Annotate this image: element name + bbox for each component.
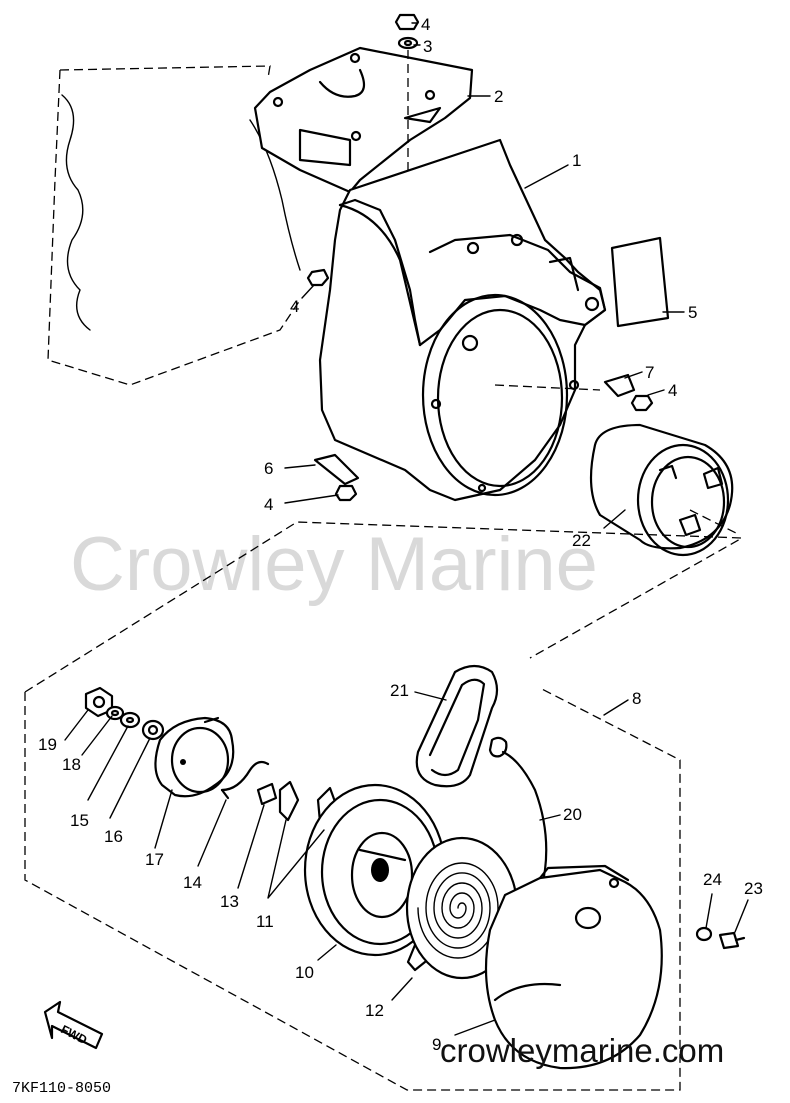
callout-7: 7 (645, 363, 654, 382)
washer-part-16 (141, 719, 165, 741)
recoil-starter-assembly-outline (24, 521, 745, 1091)
callout-10: 10 (295, 963, 314, 982)
callout-17: 17 (145, 850, 164, 869)
callout-21: 21 (390, 681, 409, 700)
spring-part-14 (220, 760, 270, 800)
callout-5: 5 (688, 303, 697, 322)
clip-part-7 (603, 373, 654, 412)
washer-part-24 (695, 926, 713, 942)
friction-plate-part-17 (154, 716, 235, 798)
upper-bracket-part-2 (253, 46, 474, 194)
washer-part-18 (105, 705, 125, 721)
washer-part-15 (119, 711, 141, 729)
callout-23: 23 (744, 879, 763, 898)
starter-handle-part-21 (415, 664, 508, 788)
diagram-code: 7KF110-8050 (12, 1080, 111, 1097)
callout-1: 1 (572, 151, 581, 170)
bracket-part-6 (313, 453, 360, 502)
bolt-left (306, 268, 330, 287)
callout-6: 6 (264, 459, 273, 478)
callout-4: 4 (668, 381, 677, 400)
callout-22: 22 (572, 531, 591, 550)
starter-case-part-9 (484, 864, 663, 1070)
callout-20: 20 (563, 805, 582, 824)
callout-18: 18 (62, 755, 81, 774)
plate-part-5 (610, 236, 670, 328)
callout-4: 4 (264, 495, 273, 514)
blower-housing-part-1 (318, 138, 607, 502)
site-url: crowleymarine.com (440, 1032, 724, 1069)
callout-4: 4 (421, 15, 430, 34)
callout-2: 2 (494, 87, 503, 106)
starter-cup-part-22 (589, 423, 741, 557)
callout-16: 16 (104, 827, 123, 846)
callout-13: 13 (220, 892, 239, 911)
callout-19: 19 (38, 735, 57, 754)
callout-12: 12 (365, 1001, 384, 1020)
bolt-part-23 (718, 931, 746, 950)
callout-3: 3 (423, 37, 432, 56)
leader-lines (64, 22, 749, 1036)
pin-part-13 (256, 782, 278, 806)
callout-15: 15 (70, 811, 89, 830)
callout-14: 14 (183, 873, 202, 892)
callout-11: 11 (256, 912, 274, 931)
callout-8: 8 (632, 689, 641, 708)
watermark: Crowley Marine (70, 522, 598, 607)
bolt-washer-top (394, 13, 420, 180)
callout-24: 24 (703, 870, 722, 889)
fwd-arrow: FWD (43, 1000, 104, 1050)
callout-9: 9 (432, 1035, 441, 1054)
callouts: 4 3 2 1 4 5 7 4 6 4 22 8 21 19 18 15 16 … (38, 15, 763, 1054)
callout-4: 4 (290, 297, 299, 316)
